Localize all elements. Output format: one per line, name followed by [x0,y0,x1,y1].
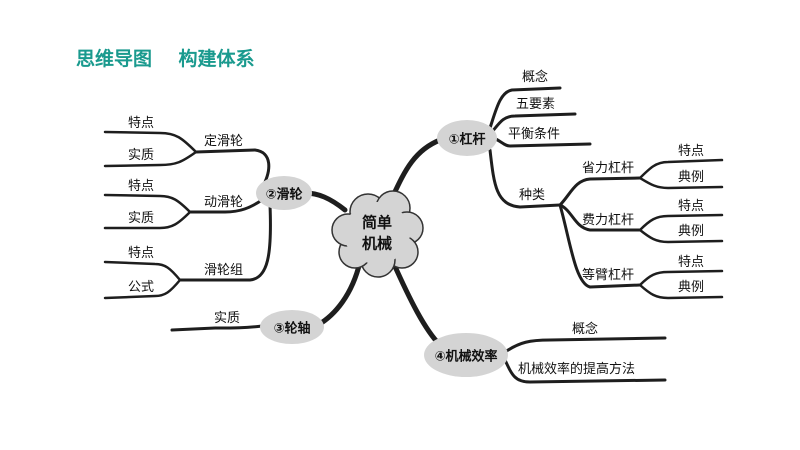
pulley-group-1-sub-b: 实质 [128,148,155,163]
efficiency-item-concept: 概念 [572,322,599,337]
title-sub: 构建体系 [178,48,255,70]
oval-pulley [256,176,312,210]
branch-movable-b [103,210,192,230]
branch-pulley-block [178,203,272,282]
pulley-group-3-sub-a: 特点 [128,246,155,261]
lever-item-concept: 概念 [522,70,549,85]
branch-lever-types [488,148,562,209]
branch-eff-method [503,358,667,384]
branch-t1-b [638,176,724,190]
lever-item-balance: 平衡条件 [508,127,561,142]
branch-movable-a [103,193,192,214]
branch-fixed-b [103,150,198,168]
wheel-axle-item: 实质 [214,311,241,326]
branch-center-wheel [315,259,363,328]
pulley-group-2-sub-b: 实质 [128,211,155,226]
branch-wheel-essence [170,324,264,332]
oval-wheel [260,310,324,344]
pulley-group-1-sub-a: 特点 [128,116,155,131]
page-title: 思维导图 构建体系 [76,44,255,71]
pulley-group-2-sub-a: 特点 [128,179,155,194]
oval-lever [437,120,497,156]
center-label-2: 机械 [361,234,393,253]
branch-t3-b [638,283,724,300]
lever-item-five-elements: 五要素 [516,97,556,112]
branch-t2-b [638,228,724,244]
branch-types-3 [558,203,642,289]
pulley-group-3-sub-b: 公式 [128,280,155,295]
branch-types-1 [558,176,642,207]
lever-type-3-sub-b: 典例 [678,280,705,295]
lever-type-3: 等臂杠杆 [582,268,635,283]
branch-types-2 [558,203,642,232]
lever-type-1-sub-b: 典例 [678,170,705,185]
branch-fixed-a [103,130,198,154]
pulley-group-3: 滑轮组 [204,263,244,278]
lever-type-2-sub-a: 特点 [678,199,705,214]
lever-type-2: 费力杠杆 [582,213,635,228]
lever-type-2-sub-b: 典例 [678,224,705,239]
title-main: 思维导图 [76,48,153,70]
branch-t2-a [638,213,724,232]
branch-eff-concept [503,336,667,354]
lever-type-1: 省力杠杆 [582,161,635,176]
branch-lever-concept [488,86,562,130]
pulley-group-1: 定滑轮 [204,134,244,149]
lever-type-1-sub-a: 特点 [678,144,705,159]
branch-t3-a [638,269,724,287]
branch-pulley-movable [188,198,264,214]
branch-pulley-fixed [194,148,271,190]
efficiency-item-methods: 机械效率的提高方法 [518,362,636,377]
branch-t1-a [638,158,724,180]
branch-block-b [103,278,182,300]
node-pulley: ②滑轮 [265,187,303,203]
node-lever: ①杠杆 [448,132,486,148]
branch-center-efficiency [390,259,443,348]
branch-center-lever [390,137,443,199]
oval-efficiency [424,333,508,377]
node-wheel-axle: ③轮轴 [273,321,311,337]
lever-type-3-sub-a: 特点 [678,255,705,270]
pulley-group-2: 动滑轮 [204,195,244,210]
lever-types-label: 种类 [519,188,546,203]
node-efficiency: ④机械效率 [434,349,498,365]
center-label-1: 简单 [361,213,393,232]
branch-lever-five [490,112,577,134]
branch-block-a [103,260,182,282]
